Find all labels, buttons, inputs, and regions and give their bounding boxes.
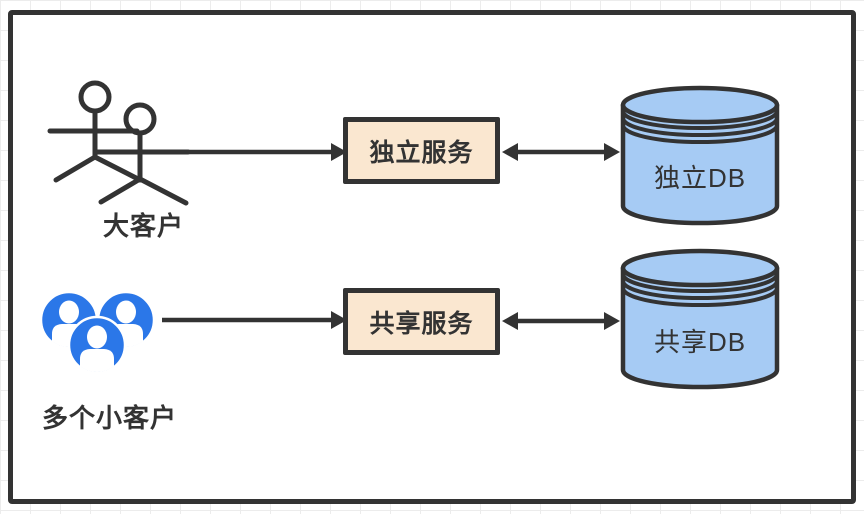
db-independent-label: 独立DB <box>654 163 746 193</box>
service-box-independent: 独立服务 <box>343 117 500 184</box>
arrow-service-db-shared <box>502 312 620 330</box>
db-cylinder-shared: 共享DB <box>620 248 780 390</box>
service-independent-label: 独立服务 <box>369 138 474 167</box>
service-box-shared: 共享服务 <box>343 288 500 355</box>
service-shared-label: 共享服务 <box>369 309 474 338</box>
small-customers-label: 多个小客户 <box>42 403 178 433</box>
arrow-big-customer-to-service <box>188 143 347 161</box>
db-shared-label: 共享DB <box>654 327 746 357</box>
arrow-service-db-independent <box>502 143 620 161</box>
big-customer-label: 大客户 <box>103 211 185 241</box>
small-customers-icon <box>39 290 156 375</box>
arrow-small-customers-to-service <box>162 311 347 329</box>
db-cylinder-independent: 独立DB <box>620 85 780 226</box>
big-customer-icon <box>47 80 191 206</box>
